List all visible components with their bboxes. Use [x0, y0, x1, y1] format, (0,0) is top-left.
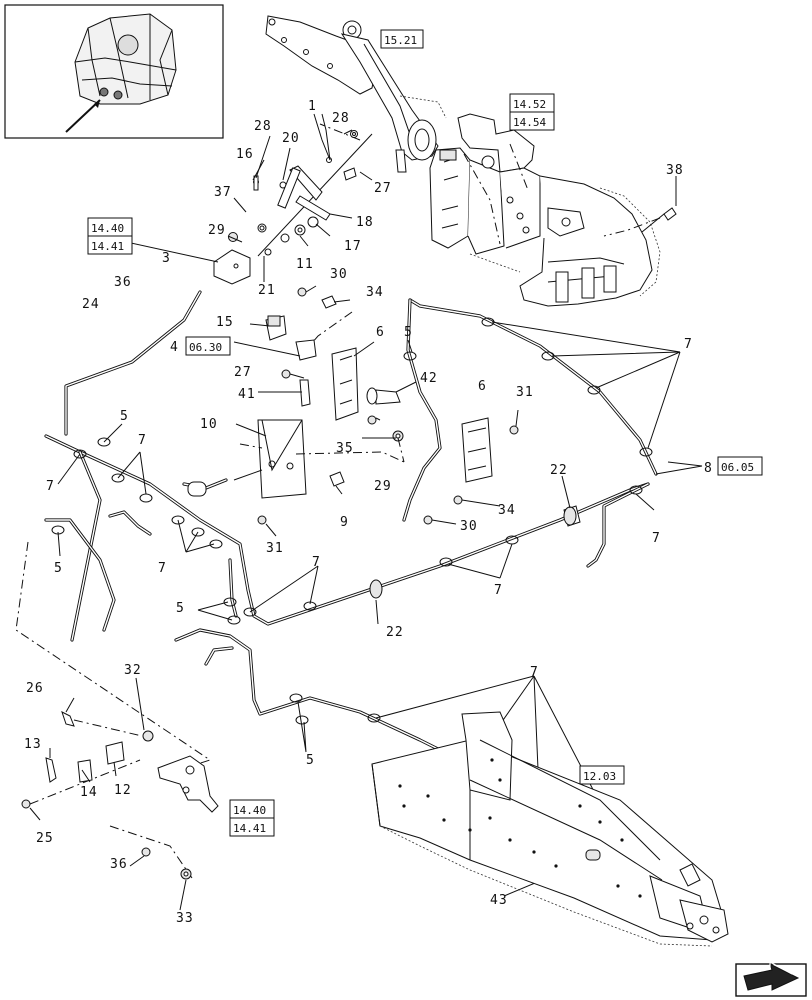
callout-8: 8: [704, 461, 713, 476]
callout-32: 32: [124, 663, 142, 678]
ref-box-06-30[interactable]: 06.30: [185, 336, 231, 356]
callout-24: 24: [82, 297, 100, 312]
ref-box-14-52[interactable]: 14.52: [509, 93, 555, 113]
ref-box-15-21[interactable]: 15.21: [380, 29, 424, 49]
ref-label-15-21: 15.21: [384, 34, 417, 47]
next-arrow-icon: [743, 960, 800, 991]
callout-6: 6: [376, 325, 385, 340]
ref-label-14-40-lower: 14.40: [233, 804, 266, 817]
lower-hardware: [15, 541, 219, 911]
callout-3: 3: [162, 251, 171, 266]
callout-26: 26: [26, 681, 44, 696]
callout-12: 12: [114, 783, 132, 798]
callout-6: 6: [478, 379, 487, 394]
callout-30: 30: [330, 267, 348, 282]
callout-7: 7: [138, 433, 147, 448]
callout-16: 16: [236, 147, 254, 162]
callout-5: 5: [120, 409, 129, 424]
locator-thumbnail: [4, 4, 224, 139]
callout-10: 10: [200, 417, 218, 432]
callout-7: 7: [158, 561, 167, 576]
ref-label-14-52: 14.52: [513, 98, 546, 111]
callout-5: 5: [306, 753, 315, 768]
ref-box-14-41-upper[interactable]: 14.41: [87, 235, 133, 255]
tongue: [371, 711, 729, 947]
callout-29: 29: [374, 479, 392, 494]
callout-15: 15: [216, 315, 234, 330]
callout-34: 34: [498, 503, 516, 518]
callout-11: 11: [296, 257, 314, 272]
ref-label-14-41-lower: 14.41: [233, 822, 266, 835]
callout-5: 5: [176, 601, 185, 616]
callout-29: 29: [208, 223, 226, 238]
callout-9: 9: [340, 515, 349, 530]
callout-20: 20: [282, 131, 300, 146]
ref-label-12-03: 12.03: [583, 770, 616, 783]
callout-17: 17: [344, 239, 362, 254]
callout-7: 7: [684, 337, 693, 352]
callout-27: 27: [234, 365, 252, 380]
callout-13: 13: [24, 737, 42, 752]
ref-box-14-41-lower[interactable]: 14.41: [229, 817, 275, 837]
callout-42: 42: [420, 371, 438, 386]
callout-18: 18: [356, 215, 374, 230]
ref-label-06-30: 06.30: [189, 341, 222, 354]
callout-7: 7: [312, 555, 321, 570]
callout-4: 4: [170, 340, 179, 355]
reference-boxes: 15.21 14.52 14.54 14.40 14.41 06.30 06.0…: [87, 29, 763, 837]
ref-box-14-54[interactable]: 14.54: [509, 111, 555, 131]
callout-5: 5: [404, 325, 413, 340]
callout-7: 7: [530, 665, 539, 680]
callout-14: 14: [80, 785, 98, 800]
ref-box-14-40-lower[interactable]: 14.40: [229, 799, 275, 819]
ref-label-14-40-upper: 14.40: [91, 222, 124, 235]
callout-27: 27: [374, 181, 392, 196]
callout-34: 34: [366, 285, 384, 300]
callout-30: 30: [460, 519, 478, 534]
callout-31: 31: [516, 385, 534, 400]
callout-37: 37: [214, 185, 232, 200]
callout-38: 38: [666, 163, 684, 178]
ref-label-14-41-upper: 14.41: [91, 240, 124, 253]
callout-28: 28: [254, 119, 272, 134]
ref-box-06-05[interactable]: 06.05: [717, 456, 763, 476]
mid-hardware: [233, 285, 519, 537]
callout-7: 7: [494, 583, 503, 598]
callout-36: 36: [110, 857, 128, 872]
callout-7: 7: [652, 531, 661, 546]
callout-31: 31: [266, 541, 284, 556]
callout-36: 36: [114, 275, 132, 290]
bolt-38: [603, 176, 677, 237]
callout-35: 35: [336, 441, 354, 456]
callout-25: 25: [36, 831, 54, 846]
callout-7: 7: [46, 479, 55, 494]
callout-21: 21: [258, 283, 276, 298]
callout-labels: 1 28 20 28 16 27 37 18 29 17 11 3 21 30 …: [24, 99, 713, 926]
callout-28: 28: [332, 111, 350, 126]
ref-label-14-54: 14.54: [513, 116, 546, 129]
ref-box-14-40-upper[interactable]: 14.40: [87, 217, 133, 237]
callout-22: 22: [550, 463, 568, 478]
callout-22: 22: [386, 625, 404, 640]
callout-33: 33: [176, 911, 194, 926]
ref-box-12-03[interactable]: 12.03: [579, 765, 625, 785]
next-page-button[interactable]: [735, 960, 807, 997]
callout-1: 1: [308, 99, 317, 114]
hardware-cluster: [107, 113, 373, 285]
callout-5: 5: [54, 561, 63, 576]
callout-43: 43: [490, 893, 508, 908]
lift-arm: [265, 15, 447, 173]
callout-41: 41: [238, 387, 256, 402]
side-frame: [429, 113, 661, 307]
ref-label-06-05: 06.05: [721, 461, 754, 474]
